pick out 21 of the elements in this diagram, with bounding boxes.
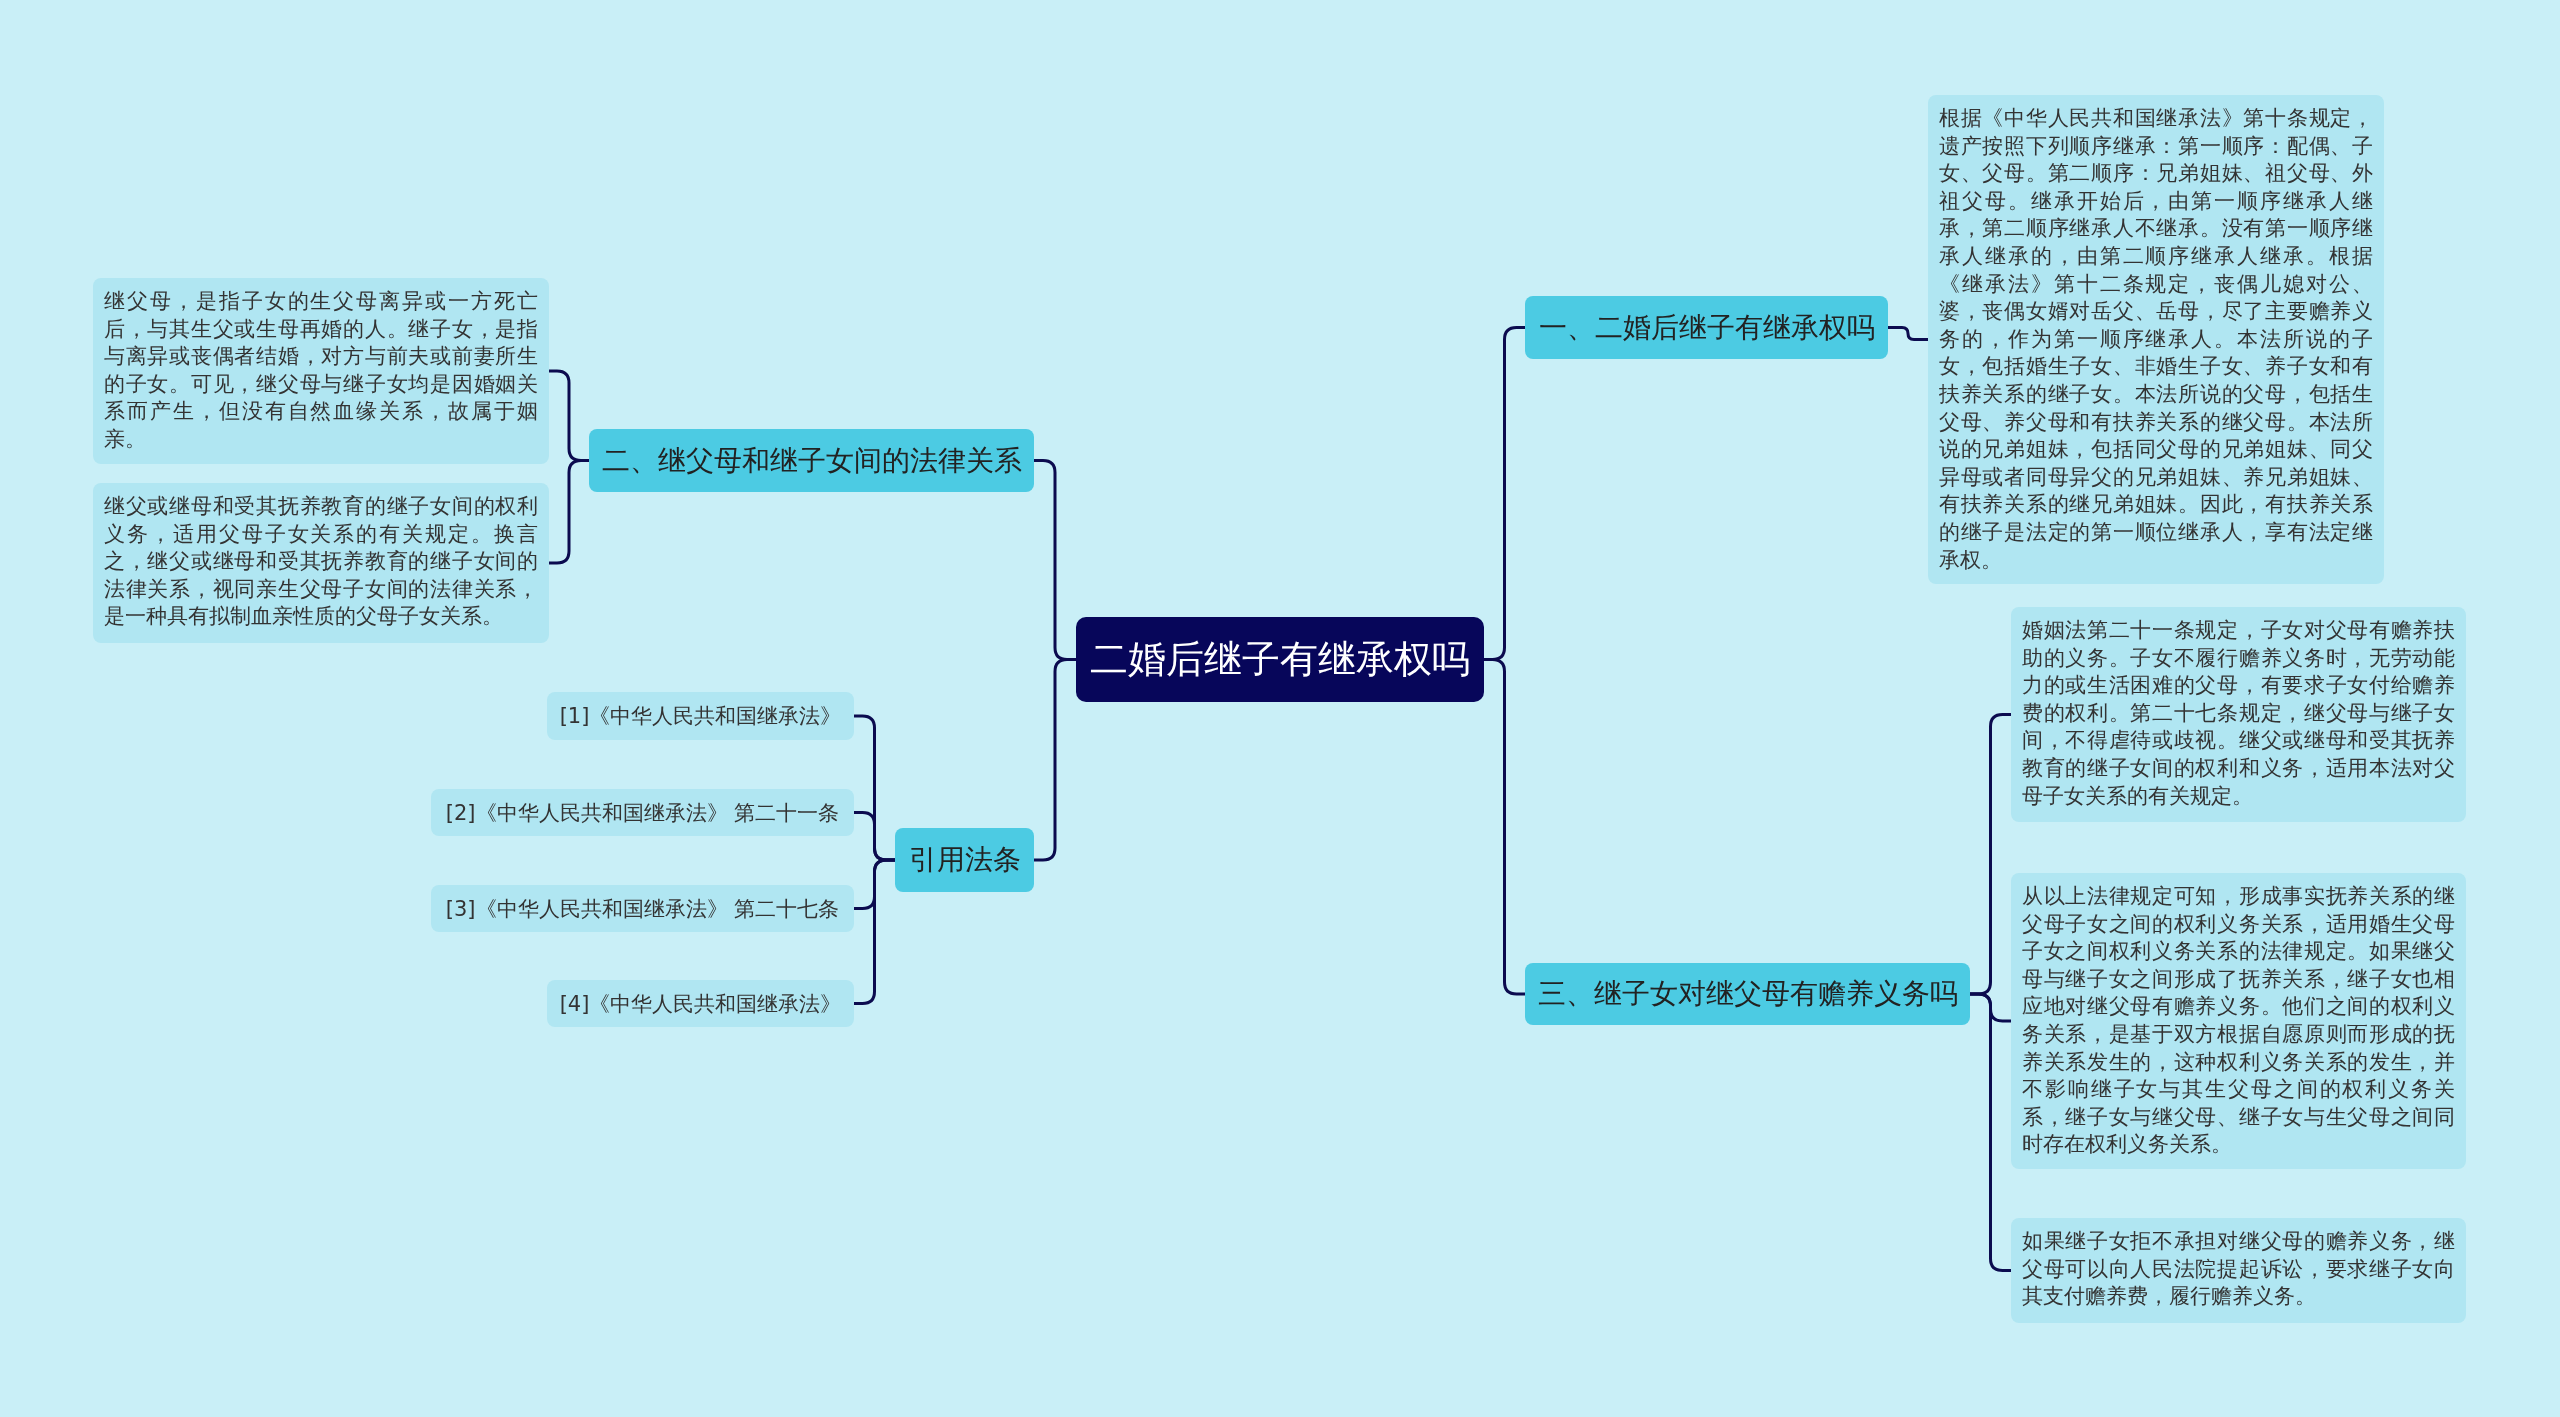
reference-box: [1]《中华人民共和国继承法》 <box>547 692 854 740</box>
text-box: 如果继子女拒不承担对继父母的赡养义务，继父母可以向人民法院提起诉讼，要求继子女向其支付赡养费，履行赡养义务。 <box>2011 1218 2466 1323</box>
connector-line <box>1484 658 1525 996</box>
branch-box: 二、继父母和继子女间的法律关系 <box>589 429 1034 492</box>
text-box: 继父或继母和受其抚养教育的继子女间的权利义务，适用父母子女关系的有关规定。换言之，继父或继母和受其抚养教育的继子女间的法律关系，视同亲生父母子女间的法律关系，是一种具有拟制血亲性质的父母子女关系。 <box>93 483 549 643</box>
central-topic-box: 二婚后继子有继承权吗 <box>1076 617 1484 702</box>
connector-line <box>854 858 895 1005</box>
branch-box: 三、继子女对继父母有赡养义务吗 <box>1525 963 1970 1025</box>
text-box: 从以上法律规定可知，形成事实抚养关系的继父母子女之间的权利义务关系，适用婚生父母子女之间权利义务关系的法律规定。如果继父母与继子女之间形成了抚养关系，继子女也相应地对继父母有赡养义务。他们之间的权利义务关系，是基于双方根据自愿原则而形成的抚养关系发生的，这种权利义务关系的发生，并不影响继子女与其生父母之间的权利义务关系，继子女与继父母、继子女与生父母之间同时存在权利义务关系。 <box>2011 873 2466 1169</box>
connector-line <box>1970 992 2011 1272</box>
reference-box: [4]《中华人民共和国继承法》 <box>547 980 854 1027</box>
reference-box: [3]《中华人民共和国继承法》 第二十七条 <box>431 885 854 932</box>
connector-line <box>549 459 589 565</box>
branch-box: 一、二婚后继子有继承权吗 <box>1525 296 1888 359</box>
text-box: 继父母，是指子女的生父母离异或一方死亡后，与其生父或生母再婚的人。继子女，是指与离异或丧偶者结婚，对方与前夫或前妻所生的子女。可见，继父母与继子女均是因婚姻关系而产生，但没有自然血缘关系，故属于姻亲。 <box>93 278 549 464</box>
connector-line <box>1034 658 1076 862</box>
text-box: 婚姻法第二十一条规定，子女对父母有赡养扶助的义务。子女不履行赡养义务时，无劳动能力的或生活困难的父母，有要求子女付给赡养费的权利。第二十七条规定，继父母与继子女间，不得虐待或歧视。继父或继母和受其抚养教育的继子女间的权利和义务，适用本法对父母子女关系的有关规定。 <box>2011 607 2466 822</box>
text-box: 根据《中华人民共和国继承法》第十条规定，遗产按照下列顺序继承：第一顺序：配偶、子女、父母。第二顺序：兄弟姐妹、祖父母、外祖父母。继承开始后，由第一顺序继承人继承，第二顺序继承人不继承。没有第一顺序继承人继承的，由第二顺序继承人继承。根据《继承法》第十二条规定，丧偶儿媳对公、婆，丧偶女婿对岳父、岳母，尽了主要赡养义务的，作为第一顺序继承人。本法所说的子女，包括婚生子女、非婚生子女、养子女和有扶养关系的继子女。本法所说的父母，包括生父母、养父母和有扶养关系的继父母。本法所说的兄弟姐妹，包括同父母的兄弟姐妹、同父异母或者同母异父的兄弟姐妹、养兄弟姐妹、有扶养关系的继兄弟姐妹。因此，有扶养关系的继子是法定的第一顺位继承人，享有法定继承权。 <box>1928 95 2384 585</box>
connector-line <box>1888 326 1928 341</box>
branch-box: 引用法条 <box>895 828 1034 892</box>
reference-box: [2]《中华人民共和国继承法》 第二十一条 <box>431 789 854 836</box>
